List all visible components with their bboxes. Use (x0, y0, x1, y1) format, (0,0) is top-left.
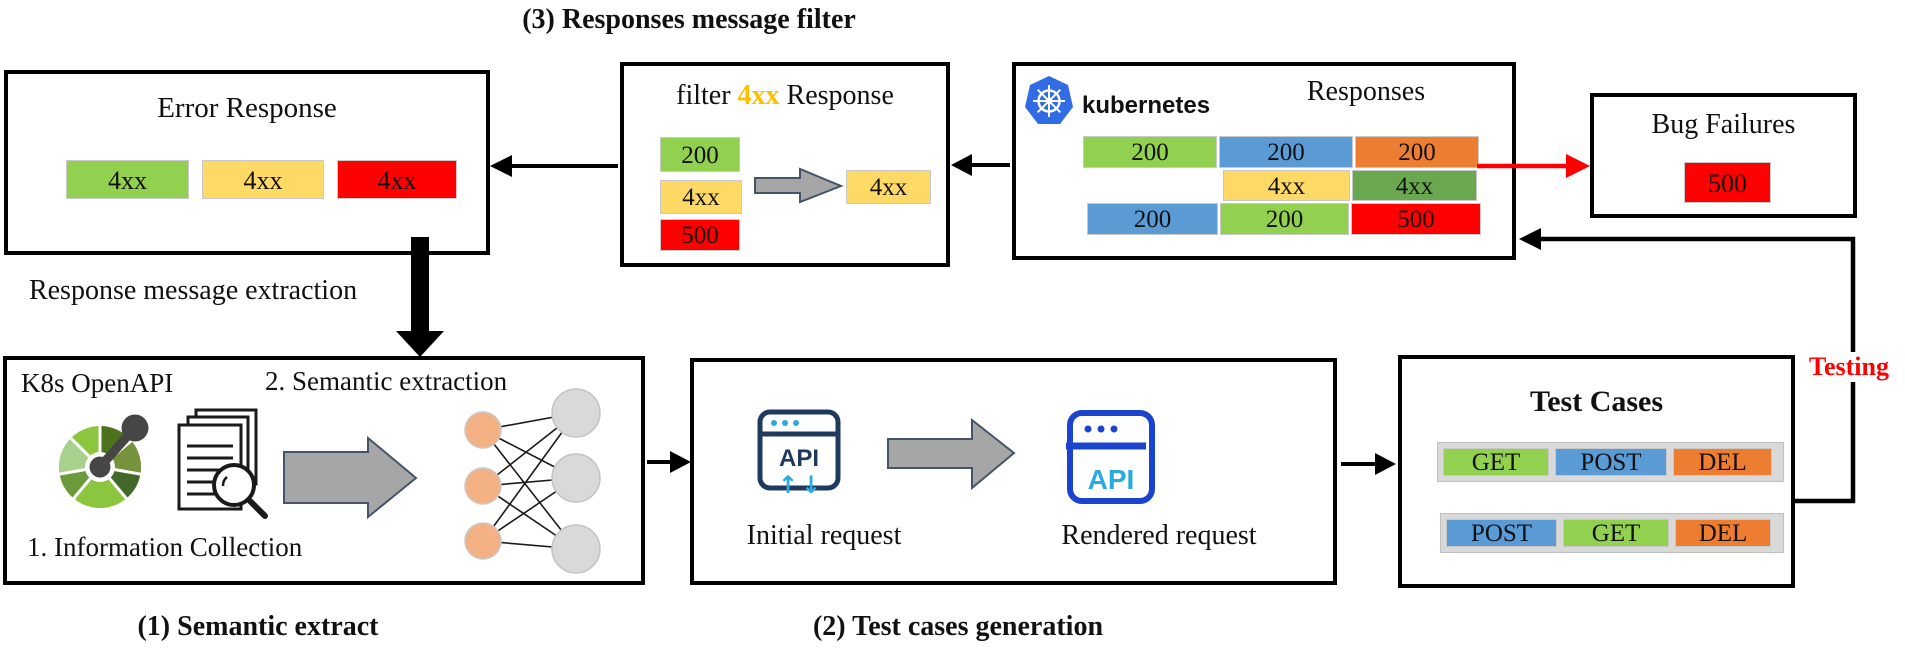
arrow-box2-to-box3 (1341, 453, 1396, 475)
method-chip: GET (1563, 519, 1669, 547)
status-chip: 200 (660, 137, 740, 172)
filter-box-title: filter 4xx Response (624, 80, 946, 112)
response-chip: 200 (1219, 136, 1353, 168)
step3-caption: (3) Responses message filter (522, 4, 856, 35)
responses-title: Responses (1306, 76, 1426, 107)
testing-label: Testing (1806, 352, 1892, 382)
method-chip: POST (1555, 448, 1667, 476)
status-chip: 4xx (660, 180, 742, 214)
arrow-response-extraction (396, 237, 444, 357)
response-extraction-label: Response message extraction (28, 275, 358, 306)
step1-caption: (1) Semantic extract (137, 611, 379, 642)
kubernetes-logo-label: kubernetes (1082, 92, 1211, 119)
test-generation-box: Initial request Rendered request (690, 358, 1337, 585)
step2-caption: (2) Test cases generation (812, 611, 1104, 642)
filter-box: filter 4xx Response 200 4xx 500 4xx (620, 62, 950, 267)
status-chip: 4xx (66, 160, 189, 199)
status-chip: 500 (660, 219, 740, 251)
status-chip: 4xx (846, 170, 931, 204)
method-chip: GET (1443, 448, 1549, 476)
kubernetes-box: kubernetes Responses 200 200 200 4xx 4xx… (1012, 62, 1516, 260)
method-chip: DEL (1675, 519, 1771, 547)
bug-failures-box: Bug Failures 500 (1590, 93, 1857, 218)
semantic-extract-box: K8s OpenAPI 2. Semantic extraction 1. In… (3, 356, 645, 585)
initial-request-label: Initial request (746, 520, 902, 551)
response-chip: 4xx (1352, 170, 1477, 201)
test-case-row: POST GET DEL (1440, 513, 1784, 553)
response-chip: 200 (1220, 203, 1349, 235)
filter-title-highlight: 4xx (737, 80, 780, 111)
k8s-openapi-label: K8s OpenAPI (21, 368, 174, 398)
status-chip: 500 (1684, 162, 1771, 203)
bug-failures-title: Bug Failures (1651, 109, 1796, 140)
error-response-box: Error Response 4xx 4xx 4xx (4, 70, 490, 255)
filter-title-prefix: filter (676, 80, 731, 111)
response-chip: 200 (1355, 136, 1479, 168)
rendered-request-label: Rendered request (1061, 520, 1257, 551)
filter-title-suffix: Response (786, 80, 894, 111)
arrow-filter-to-error (490, 155, 618, 177)
test-cases-title: Test Cases (1529, 385, 1664, 418)
semantic-extraction-label: 2. Semantic extraction (265, 366, 508, 396)
response-chip: 500 (1351, 203, 1481, 235)
response-chip: 200 (1083, 136, 1217, 168)
status-chip: 4xx (337, 160, 457, 199)
test-case-row: GET POST DEL (1437, 442, 1784, 482)
arrow-kubernetes-to-filter (951, 154, 1010, 176)
method-chip: DEL (1673, 448, 1772, 476)
error-response-title: Error Response (157, 92, 337, 124)
status-chip: 4xx (202, 160, 324, 199)
method-chip: POST (1446, 519, 1557, 547)
response-chip: 200 (1087, 203, 1218, 235)
arrow-box1-to-box2 (647, 451, 691, 473)
information-collection-label: 1. Information Collection (27, 532, 303, 562)
test-cases-box: Test Cases GET POST DEL POST GET DEL (1398, 355, 1795, 588)
response-chip: 4xx (1223, 170, 1350, 201)
